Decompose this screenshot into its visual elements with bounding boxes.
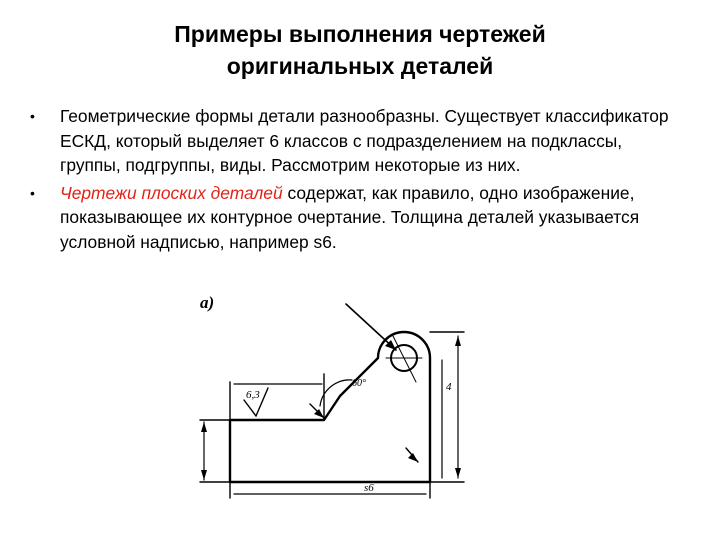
bullet-text: содержат, как правило, одно изображение,… bbox=[60, 182, 640, 252]
bullet-item: • Геометрические формы детали разнообраз… bbox=[30, 104, 670, 178]
bullet-list: • Геометрические формы детали разнообраз… bbox=[30, 104, 670, 257]
title-line-2: оригинальных деталей bbox=[226, 53, 494, 79]
dimension-right: 4 bbox=[446, 381, 452, 393]
bullet-text: Геометрические формы детали разнообразны… bbox=[60, 106, 669, 175]
drawing-label: а) bbox=[200, 293, 214, 312]
dimension-bottom: s6 bbox=[364, 482, 374, 494]
bullet-marker: • bbox=[30, 184, 35, 201]
bullet-marker: • bbox=[30, 108, 35, 124]
part-outline bbox=[228, 330, 432, 484]
bullet-emphasis: Чертежи плоских деталей bbox=[60, 182, 283, 203]
bullet-item: • Чертежи плоских деталей содержат, как … bbox=[30, 181, 670, 255]
title-line-1: Примеры выполнения чертежей bbox=[174, 21, 546, 47]
hole-leader bbox=[345, 303, 397, 351]
dimension-roughness: 6,3 bbox=[246, 389, 260, 401]
flat-part-drawing: а) 6,3 60° 4 s6 bbox=[199, 293, 465, 499]
dimension-angle: 60° bbox=[352, 378, 366, 389]
slide-title: Примеры выполнения чертежей оригинальных… bbox=[0, 18, 720, 82]
